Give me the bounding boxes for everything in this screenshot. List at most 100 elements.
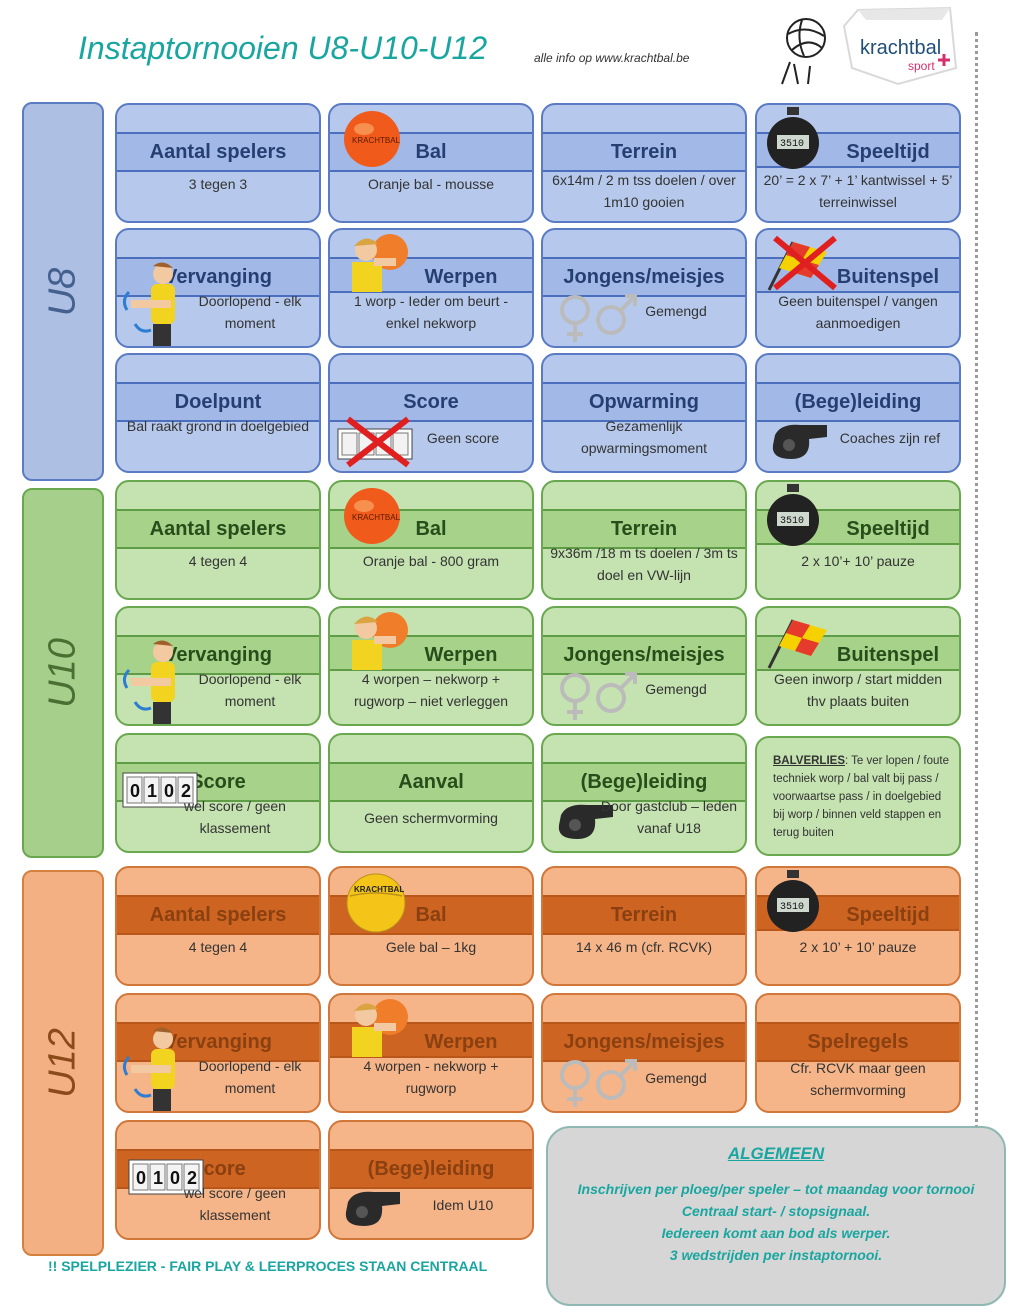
u8-score-card: Score Geen score [328,353,534,473]
card-title: Vervanging [117,635,319,675]
u10-vervanging-card: Vervanging Doorlopend - elk moment [115,606,321,726]
card-text: wel score / geen klassement [184,1185,286,1223]
u10-aantal-spelers-card: Aantal spelers 4 tegen 4 [115,480,321,600]
card-text: Oranje bal - 800 gram [362,553,500,569]
u8-doelpunt-card: Doelpunt Bal raakt grond in doelgebied [115,353,321,473]
referee-icon [122,262,175,346]
svg-text:KRACHTBAL: KRACHTBAL [352,136,401,145]
card-title: Aantal spelers [117,509,319,549]
card-title: Terrein [543,132,745,172]
flag-icon [767,619,827,669]
score-digit: 0 [164,781,174,801]
u8-bal-card: Bal KRACHTBAL Oranje bal - mousse [328,103,534,223]
u12-score-card: Score 0 1 0 2 wel score / geen klassemen… [115,1120,321,1240]
card-text: 4 tegen 4 [188,939,248,955]
card-text: Idem U10 [432,1197,494,1213]
u8-vervanging-card: Vervanging Doorlopend - elk moment [115,228,321,348]
crossed-flag-icon [767,235,837,291]
card-text: Gemengd [645,303,707,319]
algemeen-line: 3 wedstrijden per instaptornooi. [669,1247,883,1263]
card-title: Spelregels [757,1022,959,1062]
svg-text:3510: 3510 [780,902,804,913]
card-title: Aantal spelers [117,895,319,935]
bouncing-ball-icon [781,18,826,85]
footer-slogan: !! SPELPLEZIER - FAIR PLAY & LEERPROCES … [48,1258,488,1274]
card-title: Terrein [543,509,745,549]
page-title: Instaptornooien U8-U10-U12 [78,30,488,66]
u8-opwarming-card: Opwarming Gezamenlijk opwarmingsmoment [541,353,747,473]
u12-speeltijd-card: Speeltijd 3510 2 x 10’ + 10’ pauze [755,866,961,986]
algemeen-box: ALGEMEEN Inschrijven per ploeg/per spele… [546,1126,1006,1306]
u10-score-card: Score 0 1 0 2 wel score / geen klassemen… [115,733,321,853]
svg-text:KRACHTBAL: KRACHTBAL [352,513,401,522]
yellow-ball-icon: KRACHTBAL [346,873,406,933]
score-digit: 0 [130,781,140,801]
u12-vervanging-card: Vervanging Doorlopend - elk moment [115,993,321,1113]
stopwatch-icon: 3510 [767,870,819,932]
algemeen-line: Iedereen komt aan bod als werper. [661,1225,891,1241]
card-text: 14 x 46 m (cfr. RCVK) [575,939,713,955]
card-text: Doorlopend - elk moment [198,671,302,709]
card-title: Opwarming [543,382,745,422]
u12-begeleiding-card: (Bege)leiding Idem U10 [328,1120,534,1240]
u8-jongens-meisjes-card: Jongens/meisjes Gemengd [541,228,747,348]
orange-ball-icon: KRACHTBAL [344,488,401,544]
age-group-u12: U12 [22,870,104,1256]
card-title: Jongens/meisjes [543,257,745,297]
card-title: Jongens/meisjes [543,635,745,675]
crossed-scoreboard-icon [337,416,413,468]
u10-begeleiding-card: (Bege)leiding Door gastclub – leden vana… [541,733,747,853]
score-digit: 0 [170,1168,180,1188]
whistle-icon [558,804,613,839]
stopwatch-icon: 3510 [767,107,819,169]
score-digit: 2 [187,1168,197,1188]
balverlies-label: BALVERLIES [773,755,845,767]
algemeen-line: Inschrijven per ploeg/per speler – tot m… [577,1181,975,1197]
card-text: 20’ = 2 x 7’ + 1’ kantwissel + 5’ terrei… [763,172,953,210]
logo-subtext: sport [908,59,935,73]
u10-bal-card: Bal KRACHTBAL Oranje bal - 800 gram [328,480,534,600]
card-text: 4 worpen - nekworp + rugworp [363,1058,499,1096]
card-text: 2 x 10’+ 10’ pauze [801,553,915,569]
card-text: Gemengd [645,1070,707,1086]
ball-label: KRACHTBAL [354,885,404,894]
gender-icon [560,294,637,342]
u10-aanval-card: Aanval Geen schermvorming [328,733,534,853]
card-title: Vervanging [117,257,319,297]
u8-aantal-spelers-card: Aantal spelers 3 tegen 3 [115,103,321,223]
u12-terrein-card: Terrein 14 x 46 m (cfr. RCVK) [541,866,747,986]
card-text: 9x36m /18 m ts doelen / 3m ts doel en VW… [550,545,738,583]
u12-bal-card: Bal KRACHTBAL Gele bal – 1kg [328,866,534,986]
thrower-icon [352,612,408,670]
flow-line-vertical [975,32,978,1142]
card-text: Cfr. RCVK maar geen schermvorming [790,1060,926,1098]
u8-terrein-card: Terrein 6x14m / 2 m tss doelen / over 1m… [541,103,747,223]
whistle-icon [772,424,827,459]
card-text: 4 worpen – nekworp + rugworp – niet verl… [353,671,509,709]
card-text: Bal raakt grond in doelgebied [126,418,310,434]
svg-text:3510: 3510 [780,516,804,527]
svg-text:3510: 3510 [780,139,804,150]
logo-text: krachtbal [860,37,941,59]
stopwatch-icon: 3510 [767,484,819,546]
card-text: Oranje bal - mousse [367,176,495,192]
algemeen-title: ALGEMEEN [727,1144,825,1163]
u8-speeltijd-card: Speeltijd 3510 20’ = 2 x 7’ + 1’ kantwis… [755,103,961,223]
card-text: Gemengd [645,681,707,697]
card-title: (Bege)leiding [543,762,745,802]
u12-werpen-card: Werpen 4 worpen - nekworp + rugworp [328,993,534,1113]
u12-spelregels-card: Spelregels Cfr. RCVK maar geen schermvor… [755,993,961,1113]
score-digit: 1 [147,781,157,801]
score-digit: 1 [153,1168,163,1188]
u8-buitenspel-card: Buitenspel Geen buitenspel / vangen aanm… [755,228,961,348]
card-title: Aantal spelers [117,132,319,172]
card-text: Doorlopend - elk moment [198,293,302,331]
card-title: Aanval [330,762,532,802]
u10-speeltijd-card: Speeltijd 3510 2 x 10’+ 10’ pauze [755,480,961,600]
krachtbal-logo: krachtbal sport [842,6,958,86]
card-text: 1 worp - Ieder om beurt - enkel nekworp [353,293,509,331]
age-group-u8: U8 [22,102,104,481]
u10-buitenspel-card: Buitenspel Geen inworp / start midden th… [755,606,961,726]
referee-icon [122,640,175,724]
card-text: 6x14m / 2 m tss doelen / over 1m10 gooie… [552,172,736,210]
